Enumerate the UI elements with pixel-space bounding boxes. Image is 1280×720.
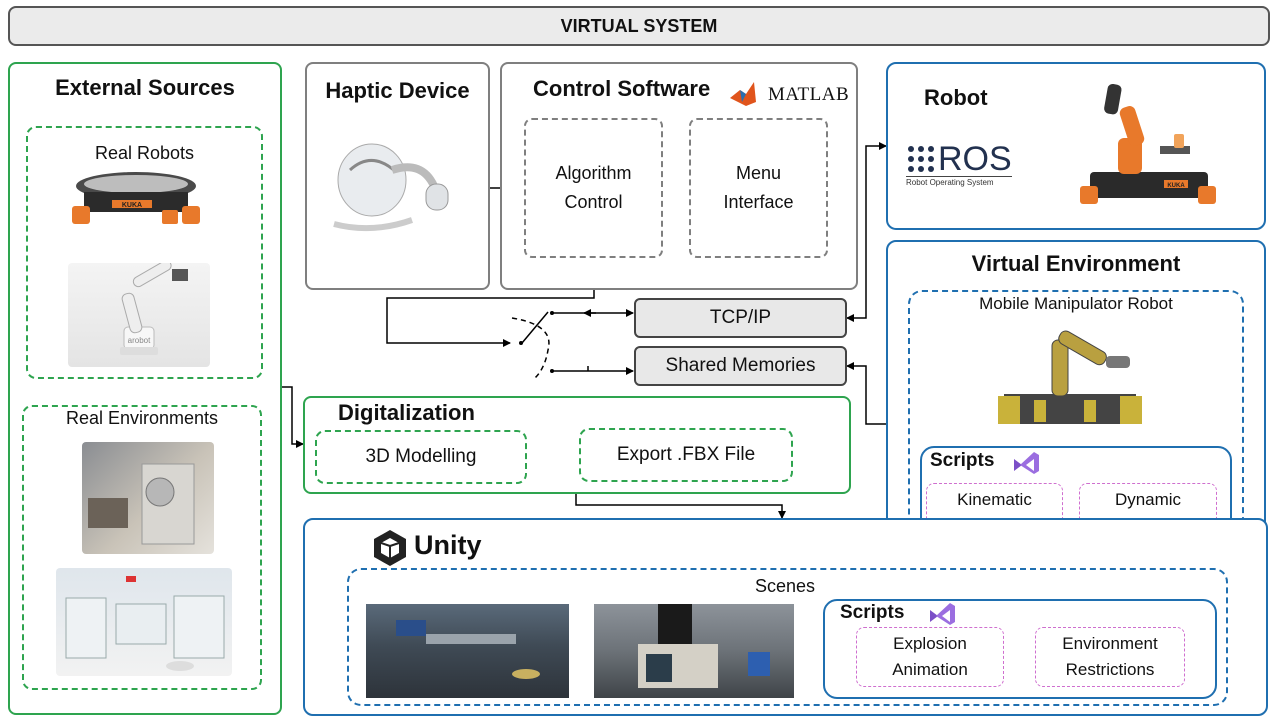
switch-arc bbox=[511, 317, 550, 379]
ve-scripts-heading: Scripts bbox=[930, 450, 995, 471]
title: VIRTUAL SYSTEM bbox=[560, 15, 718, 36]
shared-memories-box: Shared Memories bbox=[634, 346, 847, 386]
robot-arm-photo: arobot bbox=[68, 260, 210, 367]
robot-arm-image: arobot bbox=[120, 260, 188, 355]
menu-interface-box: Menu Interface bbox=[689, 118, 828, 258]
digital-unity-link bbox=[575, 492, 786, 519]
tcp-robot-link bbox=[846, 142, 887, 322]
mobile-manipulator-model-image bbox=[998, 330, 1142, 424]
kuka-platform-image: KUKA bbox=[72, 172, 200, 224]
export-fbx-box: Export .FBX File bbox=[579, 428, 793, 482]
arm-logo-text: arobot bbox=[128, 336, 151, 345]
control-software-panel bbox=[500, 62, 858, 290]
kuka-mobile-robot-image: KUKA bbox=[1080, 83, 1216, 204]
matlab-logo-icon bbox=[730, 82, 756, 106]
unity-heading: Unity bbox=[414, 530, 482, 560]
scenes-label: Scenes bbox=[754, 576, 816, 596]
visual-studio-icon bbox=[1014, 452, 1039, 474]
scene-2-image bbox=[594, 604, 794, 698]
lab-machine-photo bbox=[82, 442, 214, 554]
ros-subtitle: Robot Operating System bbox=[906, 176, 1012, 187]
switch-blade bbox=[521, 311, 549, 344]
haptic-device-heading: Haptic Device bbox=[325, 78, 470, 103]
external-sources-heading: External Sources bbox=[55, 75, 235, 100]
unity-scripts-heading: Scripts bbox=[840, 602, 905, 623]
external-digital-link bbox=[280, 386, 304, 448]
ros-dots-icon bbox=[908, 146, 934, 172]
switch-node bbox=[519, 341, 523, 345]
matlab-logo-text: MATLAB bbox=[768, 84, 850, 105]
haptic-device-image bbox=[333, 143, 449, 232]
unity-logo-icon bbox=[374, 530, 406, 566]
scenes-group bbox=[347, 568, 1228, 706]
ros-logo-text: ROS bbox=[938, 140, 1012, 178]
digitalization-panel bbox=[303, 396, 851, 494]
visual-studio-icon-unity bbox=[930, 603, 955, 625]
kuka-logo-text: KUKA bbox=[122, 202, 142, 209]
explosion-animation-box: Explosion Animation bbox=[856, 627, 1004, 687]
real-environments-group bbox=[22, 405, 262, 690]
virtual-environment-heading: Virtual Environment bbox=[971, 251, 1181, 276]
robot-heading: Robot bbox=[924, 85, 988, 110]
real-environments-label: Real Environments bbox=[65, 408, 219, 428]
3d-modelling-box: 3D Modelling bbox=[315, 430, 527, 484]
mobile-manipulator-label: Mobile Manipulator Robot bbox=[979, 294, 1173, 313]
environment-restrictions-box: Environment Restrictions bbox=[1035, 627, 1185, 687]
digitalization-heading: Digitalization bbox=[338, 400, 475, 425]
lab-room-photo bbox=[56, 568, 232, 676]
control-software-heading: Control Software bbox=[533, 76, 711, 101]
real-robots-group bbox=[26, 126, 263, 379]
real-robots-label: Real Robots bbox=[94, 143, 195, 163]
scene-1-image bbox=[366, 604, 569, 698]
title-bar: VIRTUAL SYSTEM bbox=[8, 6, 1270, 46]
robot-kuka-logo-text: KUKA bbox=[1167, 183, 1185, 189]
algorithm-control-box: Algorithm Control bbox=[524, 118, 663, 258]
tcp-ip-box: TCP/IP bbox=[634, 298, 847, 338]
unity-scripts-group bbox=[823, 599, 1217, 699]
